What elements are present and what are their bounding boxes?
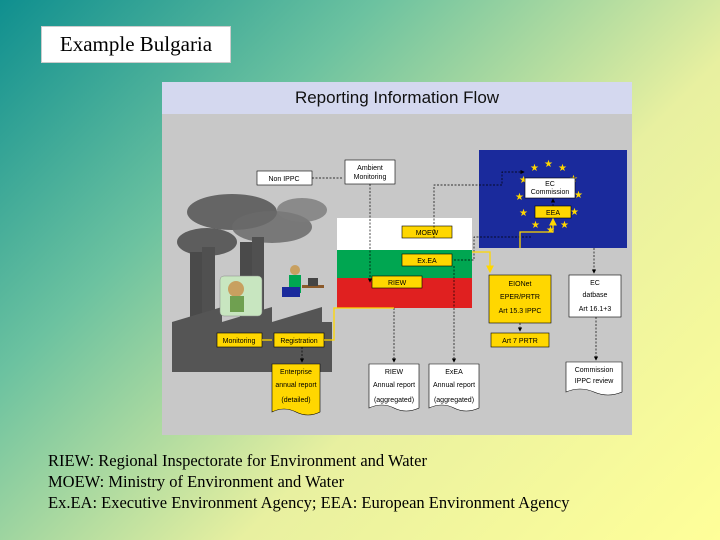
legend-line-exea-eea: Ex.EA: Executive Environment Agency; EEA…	[48, 493, 570, 512]
monitoring-label: Monitoring	[223, 338, 256, 345]
enterprise-line2: annual report	[275, 382, 316, 389]
non-ippc-label: Non IPPC	[268, 176, 299, 183]
riew-report-line1: RIEW	[385, 369, 404, 376]
data-flow-lines	[262, 217, 557, 341]
enterprise-line1: Enterprise	[280, 369, 312, 376]
enterprise-line3: (detailed)	[281, 397, 310, 404]
ambient-monitoring-box	[344, 159, 396, 185]
exea-report-line1: ExEA	[445, 369, 463, 376]
riew-report-doc: RIEW Annual report (aggregated)	[368, 363, 420, 412]
svg-text:★: ★	[515, 192, 524, 203]
registration-label: Registration	[280, 338, 317, 345]
eionet-line1: EIONet	[509, 281, 532, 288]
ec-database-line3: Art 16.1+3	[579, 306, 612, 313]
ec-database-box	[568, 274, 622, 318]
svg-text:★: ★	[570, 207, 579, 218]
svg-text:★: ★	[560, 220, 569, 231]
enterprise-report-doc: Enterprise annual report (detailed)	[271, 363, 321, 416]
worker-figure	[219, 275, 263, 317]
moew-box	[401, 225, 453, 239]
svg-text:★: ★	[558, 163, 567, 174]
ec-commission-line2: Commission	[531, 189, 570, 196]
ambient-line1: Ambient	[357, 165, 383, 172]
ec-database-line1: EC	[590, 280, 600, 287]
flow-connectors	[299, 169, 599, 363]
exea-label: Ex.EA	[417, 258, 437, 265]
svg-text:★: ★	[574, 190, 583, 201]
svg-text:★: ★	[519, 175, 528, 186]
riew-report-line3: (aggregated)	[374, 397, 414, 404]
exea-report-line3: (aggregated)	[434, 397, 474, 404]
svg-text:★: ★	[519, 208, 528, 219]
eea-label: EEA	[546, 210, 560, 217]
legend-line-riew: RIEW: Regional Inspectorate for Environm…	[48, 451, 427, 470]
office-worker-figure	[282, 265, 324, 297]
art7-prtr-label: Art 7 PRTR	[502, 338, 538, 345]
legend-line-moew: MOEW: Ministry of Environment and Water	[48, 472, 345, 491]
commission-line1: Commission	[575, 367, 614, 374]
commission-review-doc: Commission IPPC review	[565, 361, 623, 396]
moew-label: MOEW	[416, 230, 439, 237]
svg-text:★: ★	[531, 220, 540, 231]
svg-text:★: ★	[546, 225, 555, 236]
riew-label: RIEW	[388, 280, 407, 287]
eionet-box	[488, 274, 552, 324]
ambient-line2: Monitoring	[354, 174, 387, 181]
ec-database-line2: datbase	[583, 292, 608, 299]
slide-title: Example Bulgaria	[41, 26, 231, 63]
exea-report-doc: ExEA Annual report (aggregated)	[428, 363, 480, 412]
svg-text:★: ★	[544, 159, 553, 170]
reporting-flow-diagram: Reporting Information Flow ★★★ ★★★ ★★★ ★…	[162, 82, 632, 435]
diagram-title: Reporting Information Flow	[162, 82, 632, 114]
commission-line2: IPPC review	[575, 378, 614, 385]
ec-commission-box	[524, 177, 576, 199]
art7-prtr-box	[490, 332, 550, 348]
exea-report-line2: Annual report	[433, 382, 475, 389]
eionet-line2: EPER/PRTR	[500, 294, 540, 301]
svg-text:★: ★	[530, 163, 539, 174]
ec-commission-line1: EC	[545, 181, 555, 188]
abbreviation-legend: RIEW: Regional Inspectorate for Environm…	[48, 450, 698, 513]
exea-box	[401, 253, 453, 267]
riew-report-line2: Annual report	[373, 382, 415, 389]
eionet-line3: Art 15.3 IPPC	[499, 308, 542, 315]
